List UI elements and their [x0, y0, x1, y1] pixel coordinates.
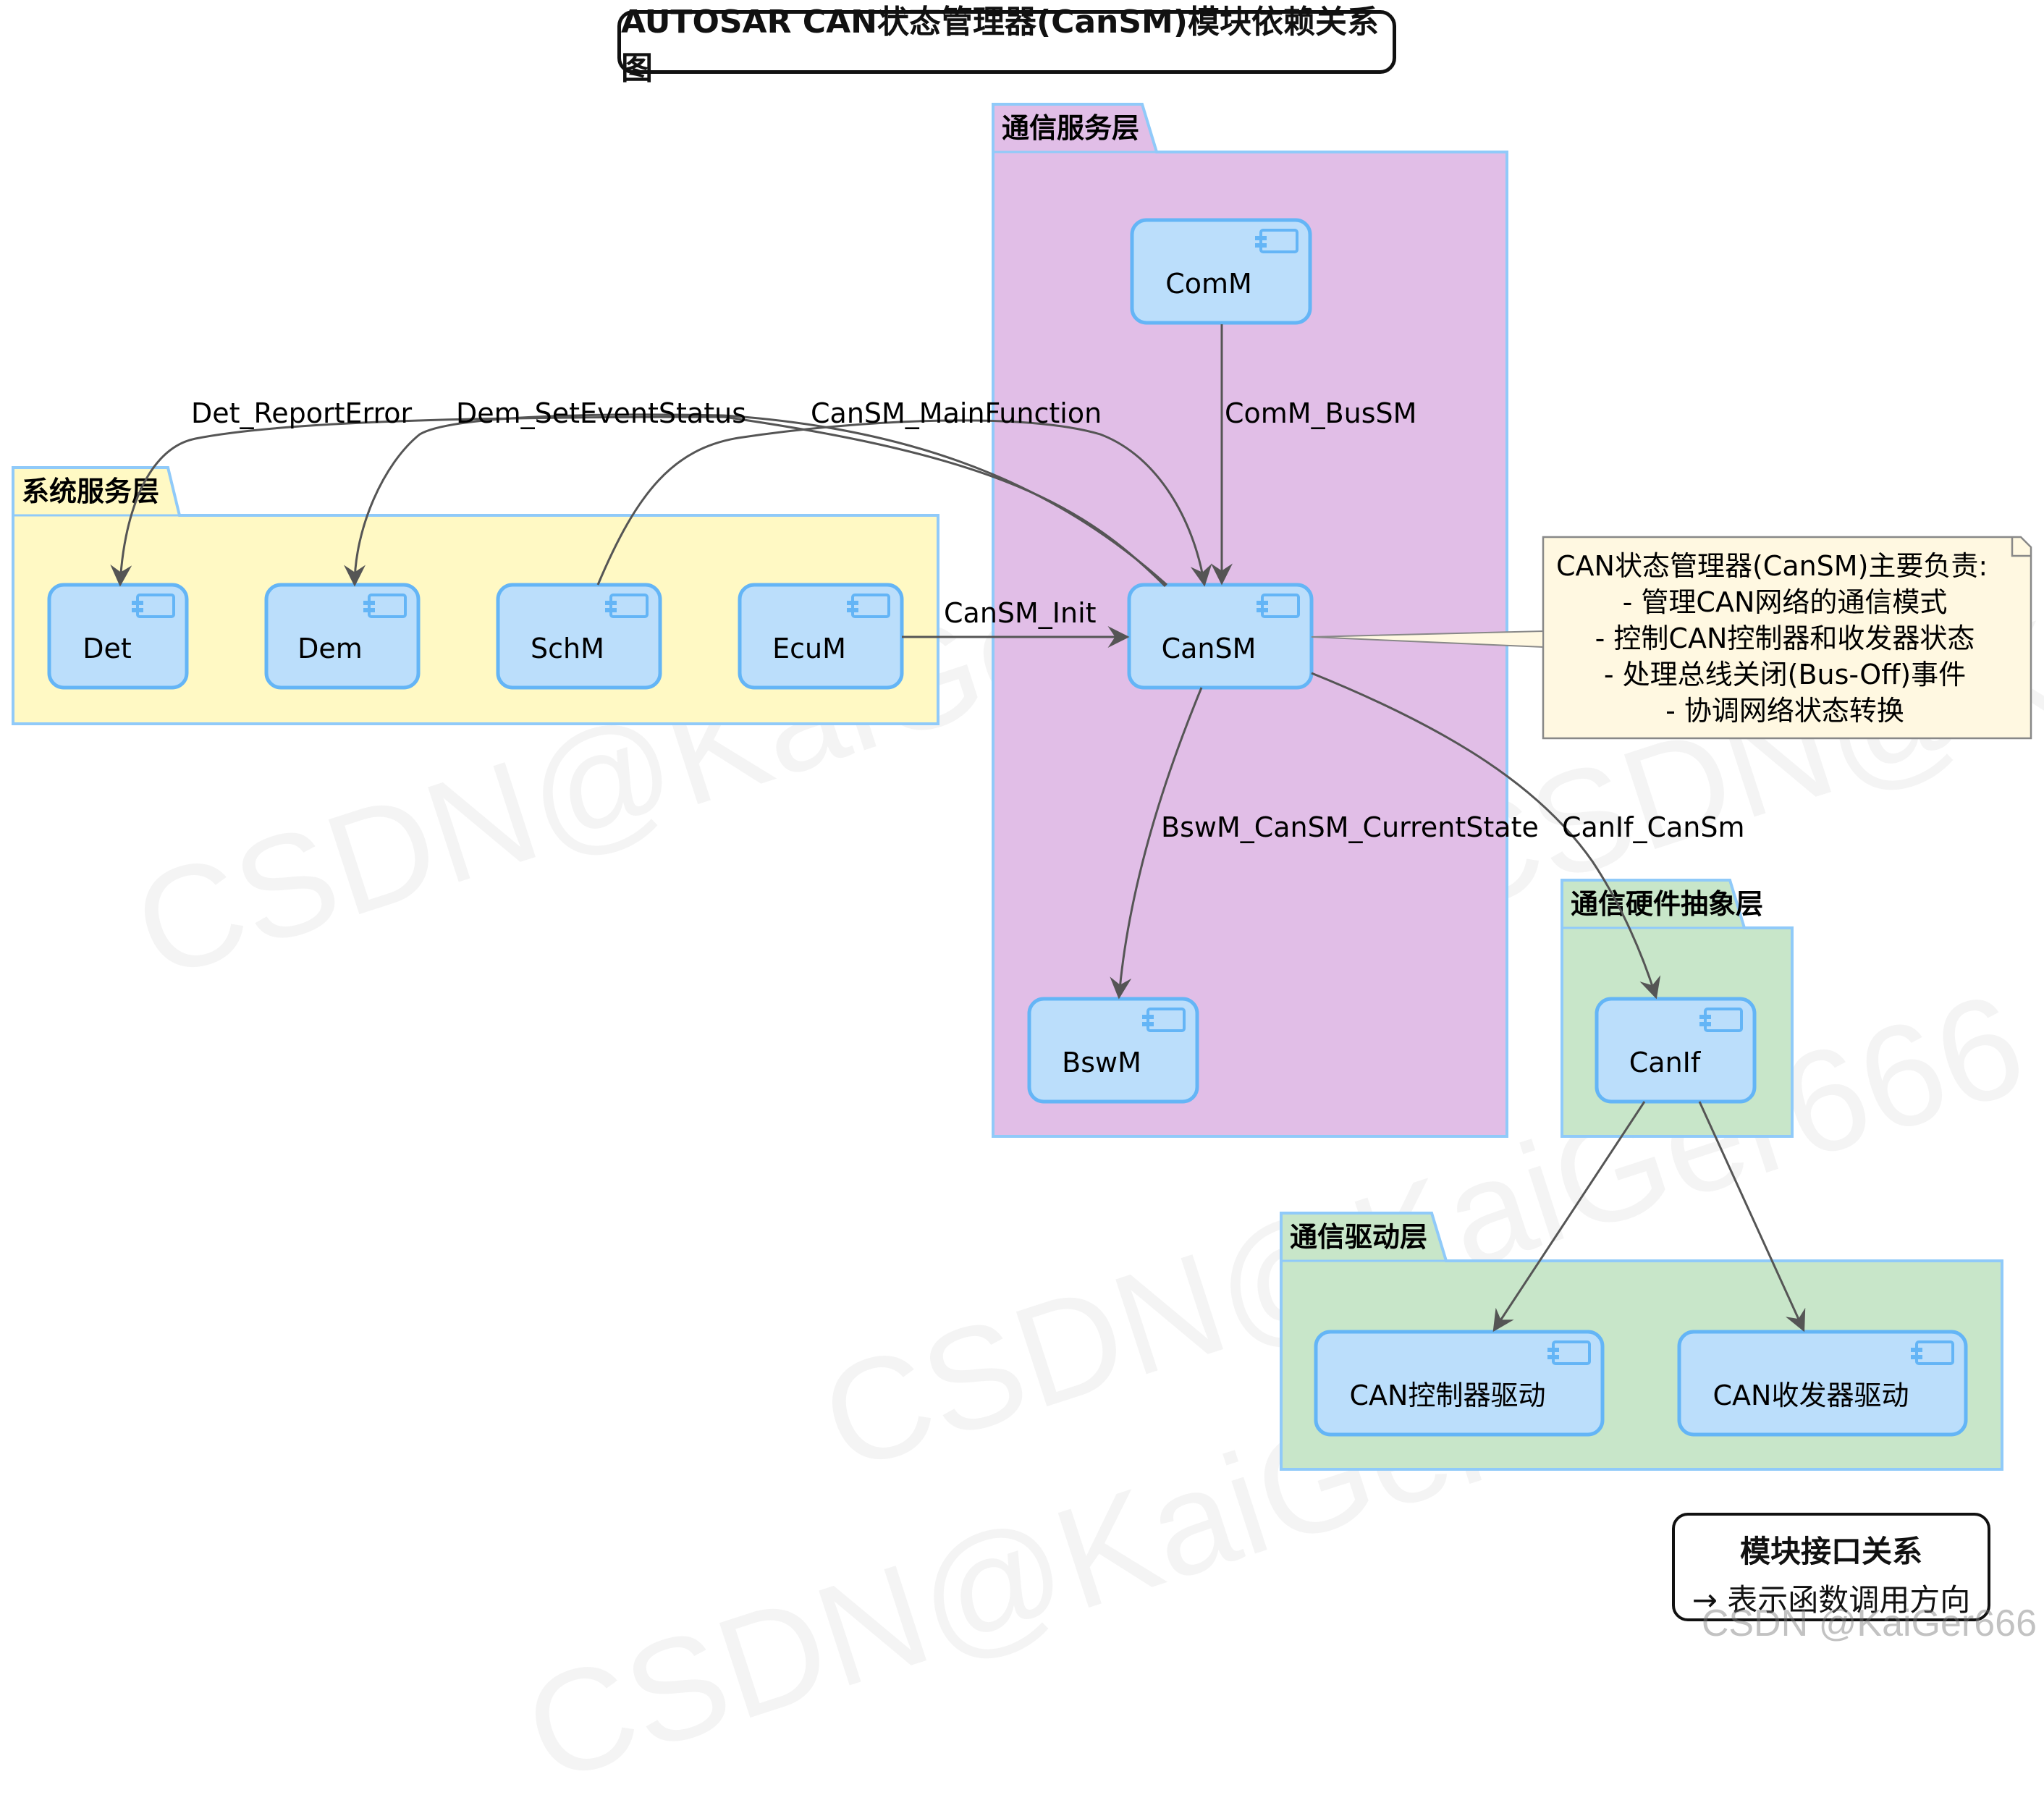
component-label: CAN控制器驱动 [1350, 1380, 1546, 1411]
note-connector [1311, 630, 1544, 649]
package-label: 系统服务层 [22, 476, 159, 507]
component-label: CanIf [1629, 1047, 1702, 1078]
edge-schm-cansm [596, 419, 1212, 587]
corner-watermark: CSDN @KaiGer666 [1701, 1602, 2037, 1644]
component-can-controller-driver: CAN控制器驱动 [1314, 1330, 1605, 1437]
package-label: 通信驱动层 [1290, 1221, 1427, 1253]
edge-cansm-bswm [1110, 687, 1203, 1000]
edge-label-bswm: BswM_CanSM_CurrentState [1161, 811, 1539, 843]
component-label: CAN收发器驱动 [1713, 1380, 1909, 1411]
edges [110, 324, 1806, 1333]
component-label: SchM [531, 633, 604, 664]
package-system-services: 系统服务层 [12, 466, 939, 725]
note: CAN状态管理器(CanSM)主要负责: - 管理CAN网络的通信模式 - 控制… [1542, 536, 2032, 740]
edge-label-mainfunction: CanSM_MainFunction [811, 397, 1102, 429]
component-dem: Dem [264, 583, 421, 690]
edge-label-comm: ComM_BusSM [1225, 397, 1416, 429]
component-icon [1146, 1008, 1186, 1032]
package-label: 通信服务层 [1002, 112, 1139, 144]
component-label: CanSM [1162, 633, 1257, 664]
component-det: Det [47, 583, 189, 690]
component-icon [136, 594, 175, 618]
component-icon [851, 594, 890, 618]
edge-canif-cantrcv [1698, 1101, 1806, 1333]
dependency-diagram: 系统服务层 通信服务层 通信硬件抽象层 通信驱动层 Det Dem SchM [12, 103, 2032, 1471]
edge-label-canif: CanIf_CanSm [1562, 811, 1745, 843]
note-line: - 控制CAN控制器和收发器状态 [1595, 622, 1975, 654]
component-label: ComM [1165, 268, 1252, 300]
edge-canif-canctrl [1492, 1101, 1646, 1333]
component-label: EcuM [772, 633, 846, 664]
component-icon [1259, 229, 1298, 253]
component-cansm: CanSM [1127, 583, 1314, 690]
component-schm: SchM [496, 583, 662, 690]
edge-label-init: CanSM_Init [944, 597, 1097, 629]
edge-cansm-canif [1311, 672, 1661, 1000]
edge-label-dem: Dem_SetEventStatus [456, 397, 746, 429]
legend-description: → 表示函数调用方向 [1692, 1582, 1971, 1618]
diagram-title: AUTOSAR CAN状态管理器(CanSM)模块依赖关系图 [617, 4, 1396, 87]
component-icon [368, 594, 407, 618]
note-line: - 协调网络状态转换 [1665, 695, 1904, 727]
title-text: AUTOSAR CAN状态管理器(CanSM)模块依赖关系图 [621, 4, 1379, 87]
component-icon [1261, 594, 1300, 618]
component-icon [1915, 1340, 1954, 1365]
component-can-transceiver-driver: CAN收发器驱动 [1677, 1330, 1968, 1437]
component-label: BswM [1062, 1047, 1141, 1078]
component-icon [1552, 1340, 1591, 1365]
edge-cansm-dem [344, 413, 1167, 587]
note-line: - 处理总线关闭(Bus-Off)事件 [1604, 659, 1966, 690]
component-bswm: BswM [1027, 997, 1199, 1104]
legend-title: 模块接口关系 [1739, 1534, 1922, 1569]
note-line: - 管理CAN网络的通信模式 [1623, 586, 1948, 618]
component-label: Dem [297, 633, 363, 664]
component-ecum: EcuM [738, 583, 904, 690]
component-icon [1704, 1008, 1743, 1032]
edge-label-det: Det_ReportError [191, 397, 413, 429]
package-label: 通信硬件抽象层 [1571, 888, 1763, 920]
component-label: Det [83, 633, 132, 664]
component-comm: ComM [1130, 218, 1312, 325]
legend: 模块接口关系 → 表示函数调用方向 [1672, 1513, 1990, 1621]
note-line: CAN状态管理器(CanSM)主要负责: [1556, 550, 1988, 582]
component-canif: CanIf [1595, 997, 1757, 1104]
component-icon [609, 594, 649, 618]
